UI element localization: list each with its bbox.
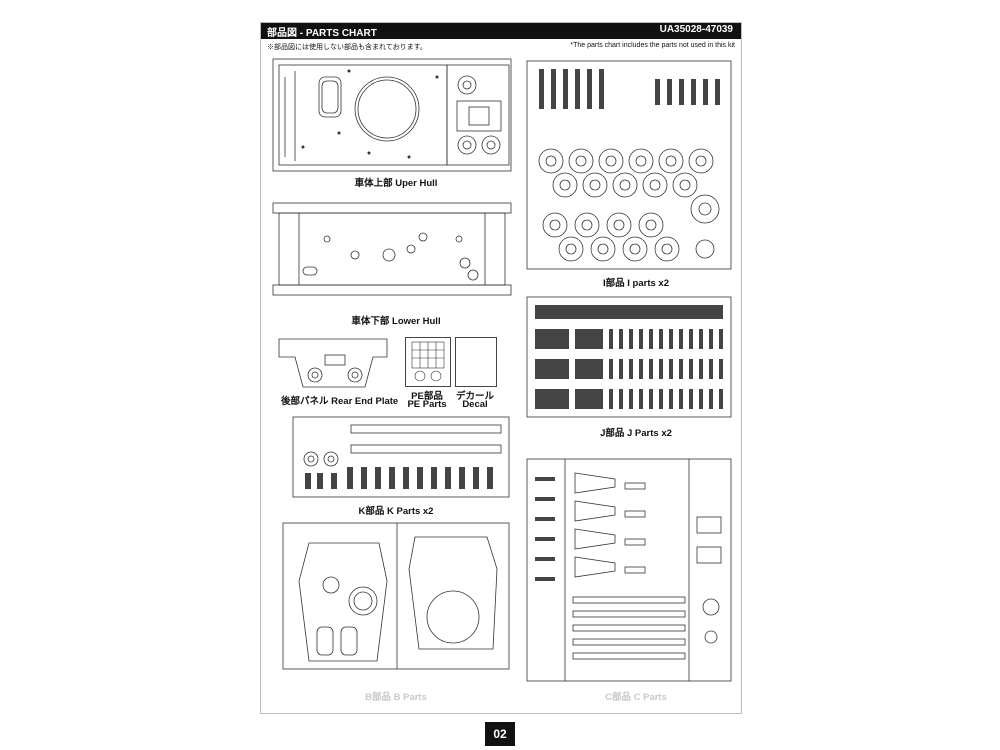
upper-hull-drawing	[272, 58, 512, 172]
b-parts-drawing	[282, 522, 510, 670]
page-number: 02	[485, 722, 515, 746]
caption-c-parts: C部品 C Parts	[581, 689, 691, 703]
j-parts-drawing	[526, 296, 732, 418]
caption-lower-hull: 車体下部 Lower Hull	[351, 316, 441, 327]
caption-c-parts-text: C部品 C Parts	[605, 692, 667, 703]
lower-hull-drawing	[272, 202, 512, 296]
decal-frame	[455, 337, 497, 387]
k-parts-drawing	[292, 416, 510, 498]
caption-rear-plate: 後部パネル Rear End Plate	[281, 396, 399, 407]
pe-parts-frame	[405, 337, 451, 387]
pe-parts-drawing	[411, 341, 445, 382]
caption-upper-hull: 車体上部 Uper Hull	[354, 178, 438, 189]
parts-chart-page: 部品図 - PARTS CHART UA35028-47039 ※部品図には使用…	[260, 22, 742, 714]
caption-b-parts: B部品 B Parts	[365, 692, 427, 703]
caption-decal-2: Decal	[462, 399, 488, 410]
header-title: 部品図 - PARTS CHART	[267, 28, 377, 39]
caption-pe-1: PE部品	[411, 391, 443, 402]
caption-j-parts: J部品 J Parts x2	[600, 428, 672, 439]
caption-decal-1: デカール	[455, 391, 494, 402]
rear-plate-drawing	[278, 338, 388, 388]
i-parts-drawing	[526, 60, 732, 270]
note-japanese: ※部品図には使用しない部品も含まれております。	[267, 44, 427, 51]
caption-k-parts: K部品 K Parts x2	[358, 506, 434, 517]
kit-code: UA35028-47039	[659, 24, 733, 35]
page-header: 部品図 - PARTS CHART UA35028-47039	[261, 23, 741, 39]
note-english: *The parts chart includes the parts not …	[570, 42, 735, 49]
caption-i-parts: I部品 I parts x2	[603, 278, 669, 289]
caption-pe-2: PE Parts	[407, 399, 447, 410]
c-parts-drawing	[526, 458, 732, 682]
